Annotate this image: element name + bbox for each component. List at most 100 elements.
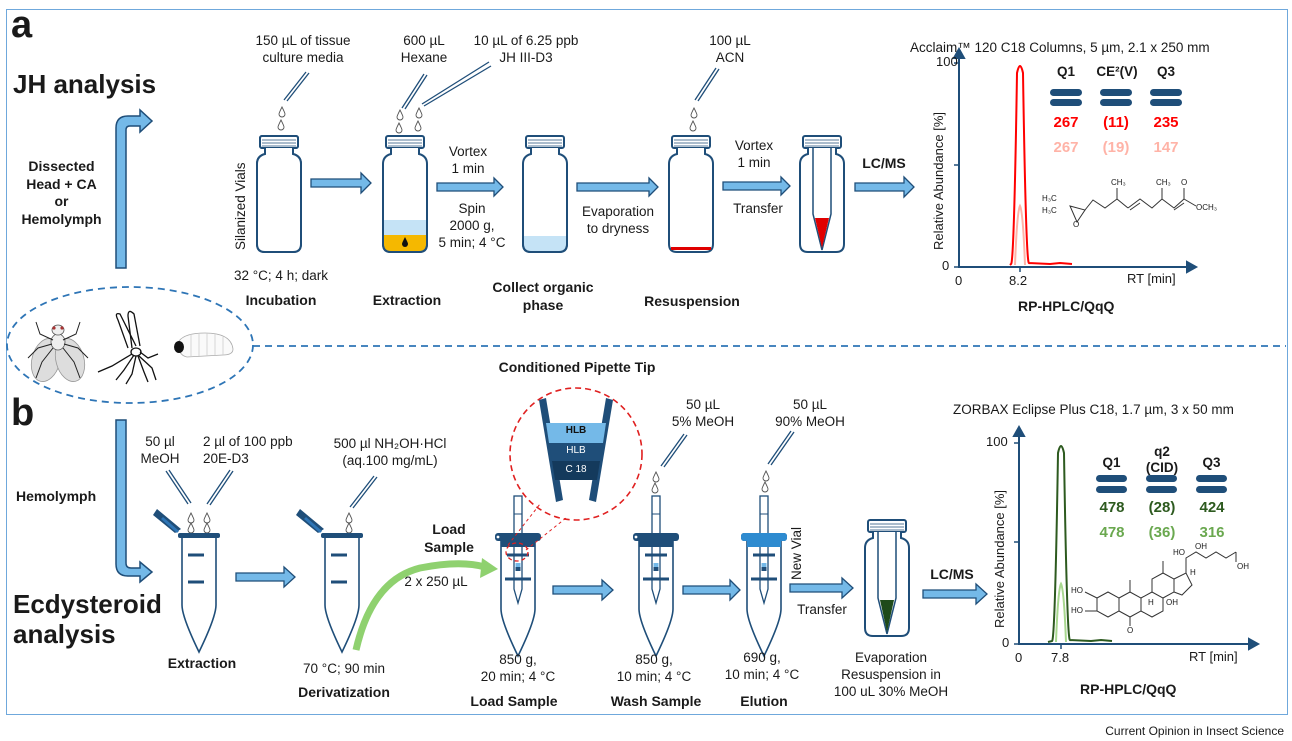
mrm-a-row1-q1: 267 [1053,114,1079,131]
chart-b-ytick-0: 0 [1002,635,1010,650]
source-line: Hemolymph [21,210,102,227]
load-sample-arrow-label: Load Sample [424,521,474,556]
chromatogram-trace [1009,65,1073,266]
reagent-line: Hexane [400,49,448,65]
label-line: Sample [424,538,474,555]
vial-resuspension [668,135,714,253]
chart-a-xlabel: RT [min] [1127,271,1176,286]
label-line: 850 g, [499,652,537,667]
vortex-2-label: Vortex 1 min [726,138,782,172]
step-load-sample: Load Sample [470,693,558,709]
load-volume-label: 2 x 250 µL [404,574,468,589]
struct-a-ch3-1: CH₃ [1111,178,1126,187]
mrm-b-row2-q2: (36) [1148,524,1176,541]
chromatogram-trace [1014,203,1026,266]
vial-insert [799,135,845,253]
panel-a-letter: a [11,4,33,46]
reagent-meoh: 50 µl MeOH [135,434,185,468]
reagent-line: ACN [715,49,745,65]
tip-layer-2: HLB [566,445,586,456]
step-extraction: Extraction [372,292,442,308]
panel-a-title: JH analysis [13,69,157,99]
header-line: (CID) [1145,459,1179,475]
reagent-nh2oh-hcl: 500 µl NH₂OH·HCl (aq.100 mg/mL) [322,436,458,470]
label-line: 690 g, [743,650,781,665]
ecdysone-structure [1084,551,1237,626]
label-line: Spin [458,201,486,216]
reagent-line: culture media [262,49,344,65]
spin-tube-load [493,494,543,658]
title-line: analysis [13,618,116,649]
struct-a-o-epoxide: O [1073,220,1080,229]
chart-b-series [1047,445,1113,643]
final-step-label: Evaporation Resuspension in 100 uL 30% M… [828,650,954,701]
label-line: 1 min [737,154,771,170]
centrifuge-wash: 850 g, 10 min; 4 °C [608,652,700,686]
struct-b-oh-2: OH [1237,562,1249,571]
source-line: or [54,193,69,209]
step-collect-organic-phase: Collect organic phase [483,279,603,314]
panel-a-source-label: Dissected Head + CA or Hemolymph [14,158,109,228]
column-a-title: Acclaim™ 120 C18 Columns, 5 µm, 2.1 x 25… [910,40,1210,55]
step-line: Collect organic [492,279,594,295]
label-line: 10 min; 4 °C [724,666,800,682]
centrifuge-load: 850 g, 20 min; 4 °C [472,652,564,686]
chart-b-ylabel: Relative Abundance [%] [992,489,1007,628]
transfer-label-b: Transfer [797,602,847,617]
larva-icon [174,332,234,358]
vortex-1-label: Vortex 1 min [440,144,496,178]
mrm-a-row2-ce: (19) [1102,139,1130,156]
label-line: 5 min; 4 °C [438,234,506,250]
title-line: Ecdysteroid [13,589,162,619]
incubation-condition: 32 °C; 4 h; dark [234,268,328,283]
lcms-label-a: LC/MS [862,155,906,171]
chart-a-series [1009,65,1073,266]
struct-b-oh-1: OH [1195,542,1207,551]
step-derivatization: Derivatization [298,684,390,700]
mrm-bars-a [1050,89,1182,106]
spin-tube-wash [631,494,681,658]
label-line: 10 min; 4 °C [616,668,692,684]
source-line: Head + CA [26,175,97,192]
label-line: Vortex [448,144,488,159]
chart-b-ytick-100: 100 [986,434,1008,449]
vial-final [864,519,910,637]
chart-b-xlabel: RT [min] [1189,649,1238,664]
struct-a-och3: OCH₃ [1196,203,1218,212]
reagent-hexane: 600 µL Hexane [394,33,454,67]
reagent-line: 10 µL of 6.25 ppb [473,33,579,48]
reagent-line: 150 µL of tissue [255,33,351,48]
mrm-a-row2-q1: 267 [1053,139,1079,156]
mrm-b-header-q3: Q3 [1202,455,1221,470]
vial-incubation [256,135,302,253]
label-line: 2000 g, [449,217,495,233]
mrm-b-header-q1: Q1 [1102,455,1121,470]
reagent-90-meoh: 50 µL 90% MeOH [768,397,852,431]
spin-tube-elution [739,494,789,658]
mrm-a-row2-q3: 147 [1153,139,1179,156]
chromatogram-trace [1047,445,1113,643]
reagent-line: 2 µl of 100 ppb [203,434,293,449]
label-line: to dryness [586,220,650,236]
mrm-a-row1-q3: 235 [1153,114,1179,131]
tip-layer-3: C 18 [565,464,587,475]
reagent-line: JH III-D3 [499,49,553,65]
panel-b-source-label: Hemolymph [16,488,97,504]
header-line: q2 [1154,444,1170,459]
reagent-line: 500 µl NH₂OH·HCl [333,436,447,451]
vial-organic-phase [522,135,568,253]
pipette-tip-zoom-circle [509,387,643,521]
struct-b-oh-3: OH [1166,598,1178,607]
reagent-line: 50 µL [792,397,828,412]
label-line: Evaporation [581,204,655,219]
pipette-tip-title: Conditioned Pipette Tip [498,359,656,375]
evaporation-label: Evaporation to dryness [574,204,662,238]
reagent-tissue-media: 150 µL of tissue culture media [240,33,366,67]
chart-a-xtick-peak: 8.2 [1009,273,1028,288]
figure-frame [6,9,1288,715]
fruit-fly-icon [27,321,89,382]
label-line: Resuspension in [841,666,941,682]
struct-a-h3c-1: H₃C [1042,194,1057,203]
